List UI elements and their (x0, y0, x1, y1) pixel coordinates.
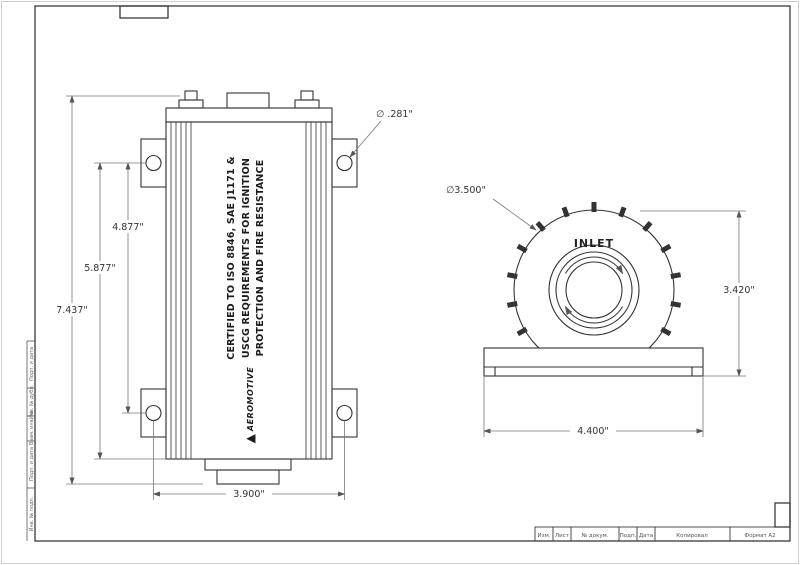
aeromotive-logo-icon: ▲ (243, 434, 257, 444)
titleblock-cell: Подп. (620, 533, 637, 539)
dim-hole-span-horizontal: 3.900" (233, 489, 265, 500)
title-block-labels: Изм. Лист № докум. Подп. Дата Копировал … (538, 533, 776, 539)
dim-overall-height: 7.437" (56, 305, 88, 316)
certification-text: CERTIFIED TO ISO 8846, SAE J1171 & USCG … (225, 138, 285, 378)
side-label: Взам. инв. № (29, 410, 35, 445)
title-block (534, 526, 791, 542)
front-view: 7.437" 5.877" 4.877" 3.900" ∅ .281" (49, 90, 413, 500)
dim-outer-diameter: ∅3.500" (446, 185, 486, 196)
certification-line: CERTIFIED TO ISO 8846, SAE J1171 & (226, 156, 237, 360)
titleblock-cell: Изм. (538, 533, 551, 539)
titleblock-cell: № докум. (581, 533, 608, 539)
brand-name: AEROMOTIVE (245, 366, 255, 432)
fin-ticks (506, 202, 682, 337)
end-view-dim-labels: ∅3.500" 3.420" 4.400" (446, 185, 762, 437)
dim-end-height: 3.420" (723, 285, 755, 296)
certification-line: PROTECTION AND FIRE RESISTANCE (255, 159, 267, 357)
end-view-dimensions (483, 198, 746, 437)
dim-hole-span-vertical: 4.877" (112, 222, 144, 233)
mounting-base (483, 347, 704, 377)
titleblock-cell: Дата (639, 533, 653, 539)
left-margin-column (26, 340, 35, 541)
titleblock-cell: Лист (555, 533, 570, 539)
dim-hole-diameter: ∅ .281" (376, 109, 413, 120)
titleblock-copied: Копировал (676, 533, 708, 539)
side-label: Инв. № подл. (29, 496, 35, 531)
body-fins (170, 122, 327, 459)
thread-circle (555, 251, 633, 329)
port-boss-circle (548, 244, 640, 336)
end-view: INLET ∅3.500" 3.420" 4.400" (446, 185, 762, 437)
outlet-port (226, 92, 270, 109)
format-box (774, 502, 791, 528)
side-label: Подп. и дата (29, 347, 35, 381)
dim-mid-height: 5.877" (84, 263, 116, 274)
titleblock-format: Формат A2 (744, 533, 775, 539)
outer-housing-circle (513, 209, 675, 371)
left-margin-labels: Подп. и дата Инв. № дубл. Взам. инв. № П… (29, 347, 35, 531)
inlet-bore-circle (565, 261, 623, 319)
end-view-body (483, 202, 704, 377)
front-view-dim-labels: 7.437" 5.877" 4.877" 3.900" ∅ .281" (49, 109, 413, 500)
retaining-ring-arrows (564, 256, 624, 324)
inlet-label: INLET (574, 237, 614, 250)
certification-line: USCG REQUIREMENTS FOR IGNITION (240, 157, 252, 359)
brand-logo: ▲ AEROMOTIVE (237, 365, 263, 445)
terminal-posts (178, 90, 320, 109)
inlet-port-front (204, 458, 292, 485)
dim-base-width: 4.400" (577, 426, 609, 437)
side-label: Инв. № дубл. (29, 384, 35, 419)
pump-body (140, 90, 358, 485)
side-label: Подп. и дата (29, 447, 35, 481)
front-view-dimensions (66, 95, 382, 500)
zone-marker-box (119, 5, 169, 19)
top-cap (165, 107, 333, 123)
